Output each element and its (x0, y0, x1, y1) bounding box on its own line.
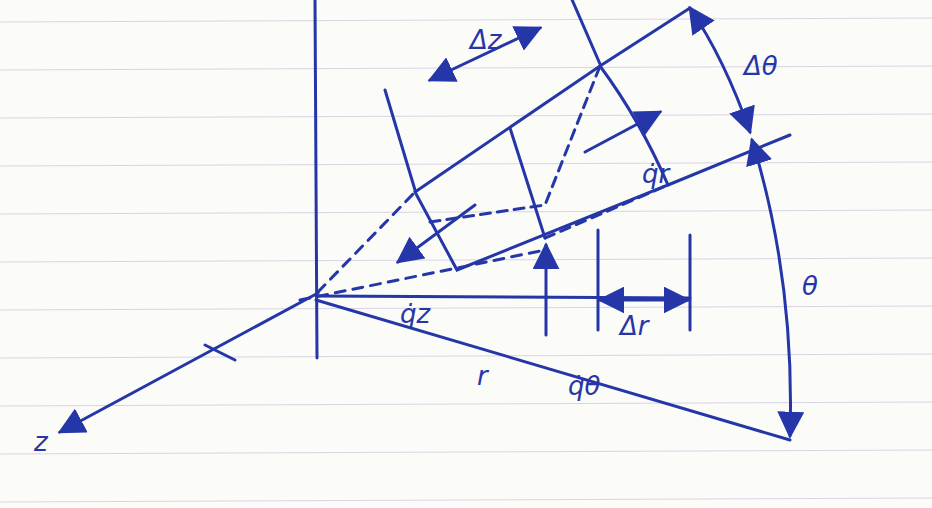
dimension-label: Δr (618, 312, 650, 340)
angle-label: θ (800, 272, 820, 300)
dimension-label: r (475, 362, 490, 390)
heat-flux-label: q̇z (398, 300, 432, 328)
heat-flux-label: q̇θ (566, 372, 602, 400)
angle-label: Δθ (742, 52, 780, 80)
heat-flux-label: q̇r (640, 160, 671, 188)
dimension-label: Δz (468, 26, 503, 54)
axis-label: z (32, 428, 50, 456)
